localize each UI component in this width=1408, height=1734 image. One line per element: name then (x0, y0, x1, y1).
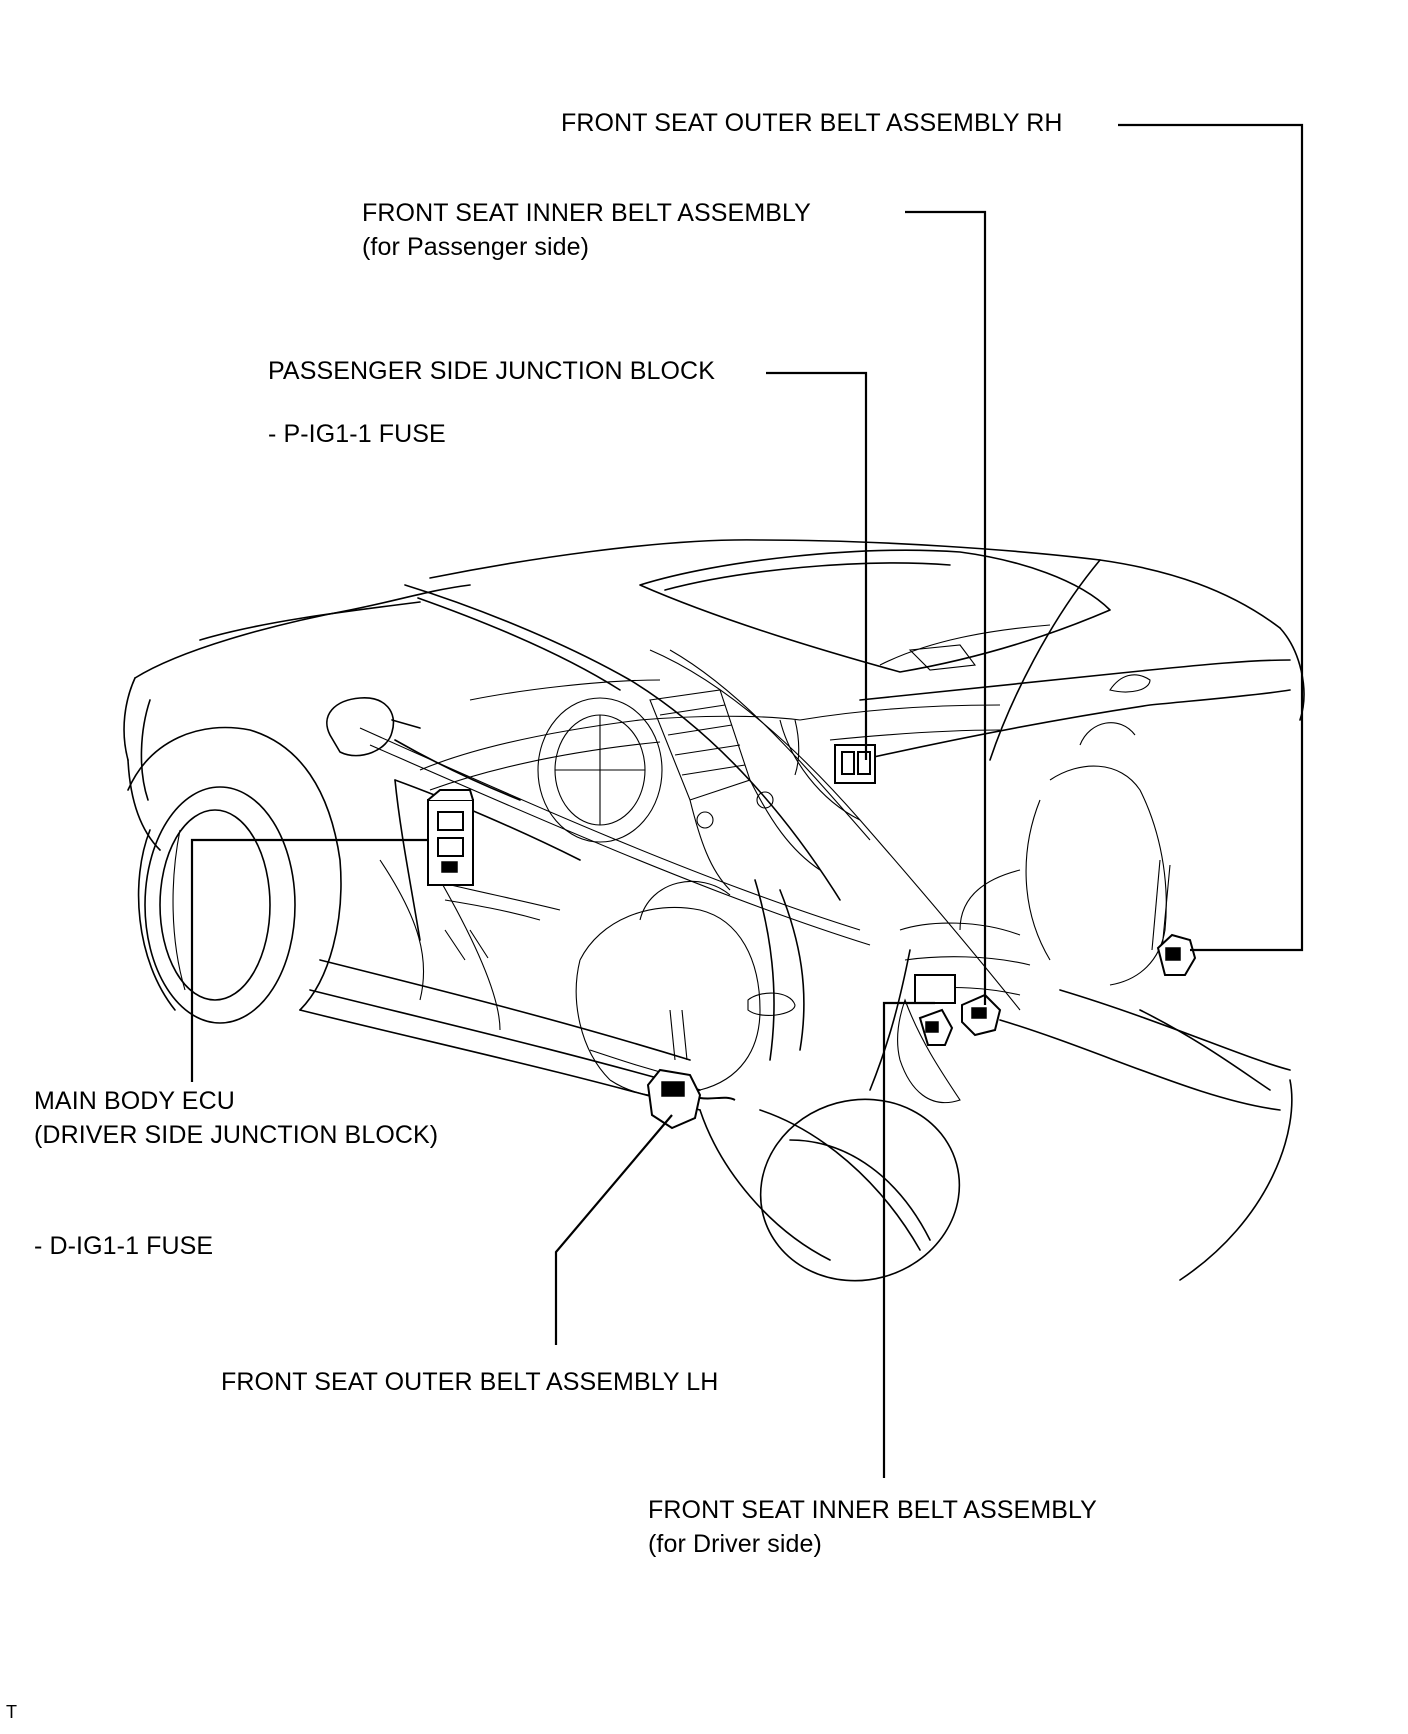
label-main-body-ecu-line2: (DRIVER SIDE JUNCTION BLOCK) (34, 1121, 439, 1149)
interior-detail (172, 624, 1171, 1104)
outer-belt-rh-part (1156, 933, 1197, 976)
inner-belt-driver-part (914, 974, 956, 1046)
label-outer-belt-rh-text: FRONT SEAT OUTER BELT ASSEMBLY RH (561, 109, 1063, 137)
label-passenger-junction-block: PASSENGER SIDE JUNCTION BLOCK (268, 354, 715, 388)
label-main-body-ecu-line1: MAIN BODY ECU (34, 1087, 235, 1115)
label-inner-belt-passenger: FRONT SEAT INNER BELT ASSEMBLY (for Pass… (362, 196, 811, 264)
corner-mark-text: T (6, 1702, 18, 1722)
leader-inner-belt-passenger (905, 210, 987, 1005)
label-inner-belt-passenger-line1: FRONT SEAT INNER BELT ASSEMBLY (362, 199, 811, 227)
inner-belt-passenger-part (961, 993, 1002, 1037)
corner-mark: T (6, 1700, 17, 1724)
label-outer-belt-lh-text: FRONT SEAT OUTER BELT ASSEMBLY LH (221, 1368, 719, 1396)
leader-outer-belt-lh (554, 1114, 673, 1345)
outer-belt-lh-part (646, 1068, 736, 1130)
leader-passenger-junction-block (766, 371, 868, 760)
passenger-junction-block-part (834, 744, 876, 784)
label-inner-belt-driver: FRONT SEAT INNER BELT ASSEMBLY (for Driv… (648, 1493, 1097, 1561)
label-passenger-junction-block-text: PASSENGER SIDE JUNCTION BLOCK (268, 357, 715, 385)
leader-lines (190, 123, 1304, 1478)
label-inner-belt-passenger-line2: (for Passenger side) (362, 233, 590, 261)
label-d-ig1-fuse: - D-IG1-1 FUSE (34, 1229, 213, 1263)
label-main-body-ecu: MAIN BODY ECU (DRIVER SIDE JUNCTION BLOC… (34, 1084, 438, 1152)
main-body-ecu-part (427, 789, 474, 886)
car-outline (123, 539, 1305, 1282)
leader-outer-belt-rh (1118, 123, 1304, 952)
label-p-ig1-fuse-text: - P-IG1-1 FUSE (268, 420, 446, 448)
label-inner-belt-driver-line2: (for Driver side) (648, 1530, 822, 1558)
label-inner-belt-driver-line1: FRONT SEAT INNER BELT ASSEMBLY (648, 1496, 1097, 1524)
leader-inner-belt-driver (882, 1001, 935, 1478)
leader-main-body-ecu (190, 838, 428, 1082)
label-d-ig1-fuse-text: - D-IG1-1 FUSE (34, 1232, 214, 1260)
label-outer-belt-rh: FRONT SEAT OUTER BELT ASSEMBLY RH (561, 106, 1063, 140)
label-outer-belt-lh: FRONT SEAT OUTER BELT ASSEMBLY LH (221, 1365, 718, 1399)
label-p-ig1-fuse: - P-IG1-1 FUSE (268, 417, 446, 451)
